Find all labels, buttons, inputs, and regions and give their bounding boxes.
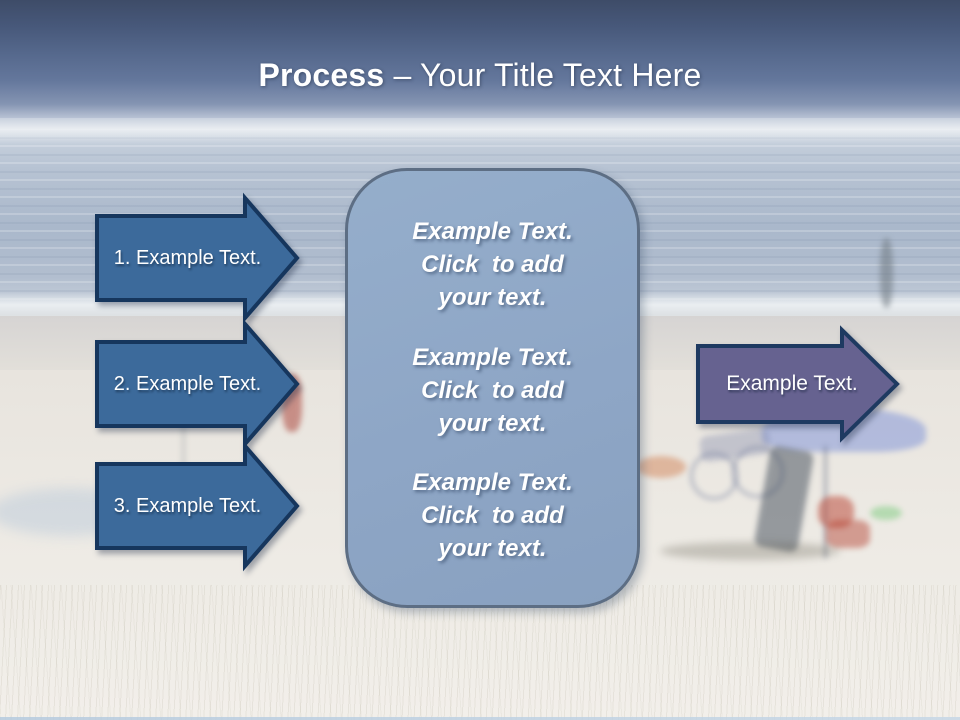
step-arrow-3[interactable]: 3. Example Text.	[95, 440, 300, 572]
text-placeholder-panel[interactable]: Example Text. Click to add your text. Ex…	[345, 168, 640, 608]
text-line: your text.	[438, 535, 547, 562]
text-line: Example Text.	[412, 343, 573, 371]
step-arrow-2[interactable]: 2. Example Text.	[95, 318, 300, 450]
text-line: your text.	[438, 409, 547, 437]
step-label: 3. Example Text.	[113, 494, 262, 517]
title-keyword: Process	[258, 56, 385, 93]
arrow-right-shape	[95, 440, 300, 572]
text-line: Example Text.	[412, 469, 573, 496]
left-umbrella-pole	[182, 412, 185, 476]
bicycle-wheel	[690, 452, 738, 500]
arrow-right-shape	[95, 192, 300, 324]
text-block[interactable]: Example Text. Click to add your text.	[366, 466, 619, 565]
title-subtext: – Your Title Text Here	[384, 56, 702, 93]
result-arrow-label: Example Text.	[726, 372, 858, 395]
green-beach-item	[870, 506, 902, 520]
step-arrow-1[interactable]: 1. Example Text.	[95, 192, 300, 324]
orange-beach-towel	[636, 456, 686, 478]
arrow-right-shape	[696, 325, 900, 443]
page-title: Process – Your Title Text Here	[258, 57, 701, 94]
text-block[interactable]: Example Text. Click to add your text.	[366, 341, 619, 440]
text-line: Example Text.	[412, 218, 573, 245]
result-arrow[interactable]: Example Text.	[696, 325, 900, 443]
beach-cluster-shadow	[660, 542, 840, 560]
text-block[interactable]: Example Text. Click to add your text.	[366, 215, 619, 314]
arrow-right-shape	[95, 318, 300, 450]
text-line: your text.	[438, 284, 547, 311]
step-label: 2. Example Text.	[113, 372, 262, 395]
bottom-edge-line	[0, 717, 960, 720]
walking-person-silhouette	[880, 238, 893, 308]
title-bar: Process – Your Title Text Here	[0, 0, 960, 144]
step-label: 1. Example Text.	[113, 246, 262, 269]
text-line: Click to add	[421, 251, 564, 278]
red-beach-bag	[818, 496, 854, 528]
red-beach-chair	[826, 520, 870, 548]
text-line: Click to add	[421, 502, 564, 529]
text-line: Click to add	[421, 376, 564, 404]
